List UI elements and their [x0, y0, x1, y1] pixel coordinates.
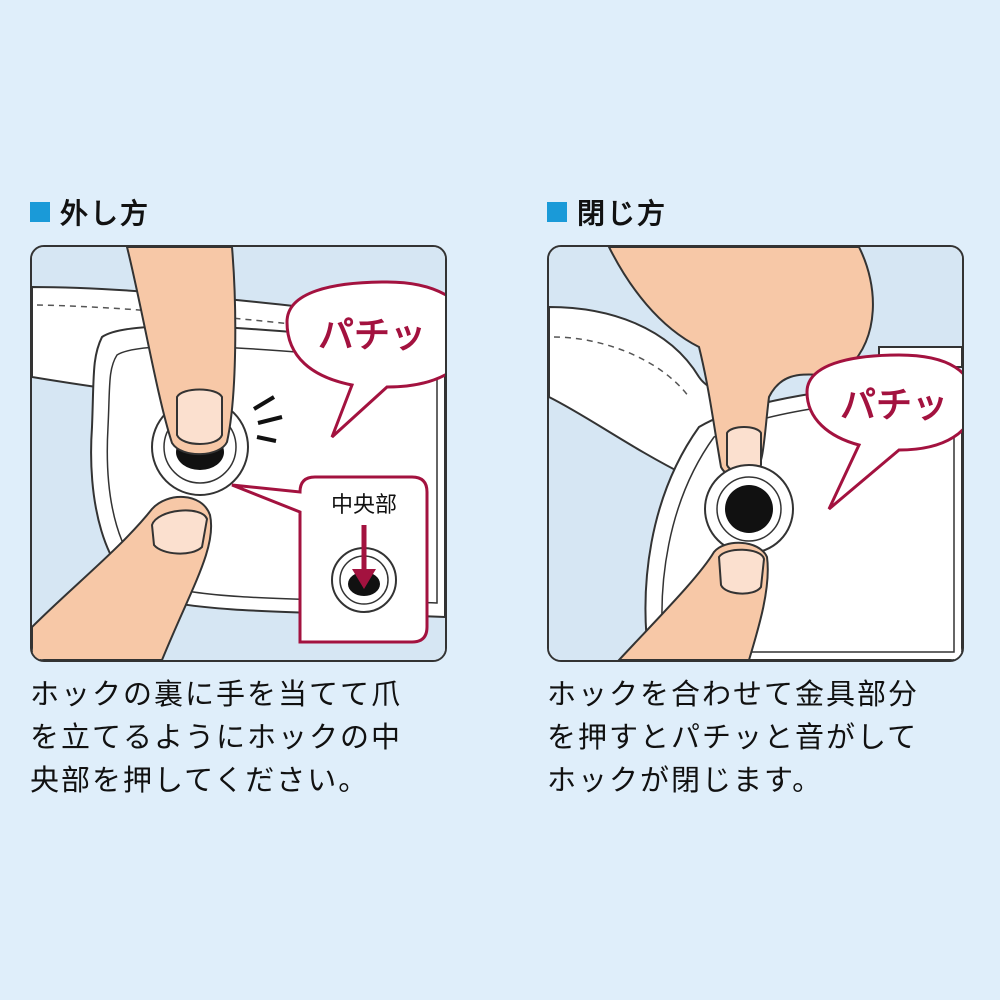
- illustration-panel-fasten: パチッ: [547, 245, 964, 662]
- section-fasten: 閉じ方 パチッ ホックを合わせて金具部分 を押す: [547, 195, 964, 797]
- illustration-panel-unfasten: パチッ 中央部: [30, 245, 447, 662]
- unfasten-illustration: パチッ 中央部: [32, 247, 445, 660]
- description-line: を立てるようにホックの中: [30, 720, 403, 754]
- description-line: ホックの裏に手を当てて爪: [30, 677, 403, 711]
- section-header: 閉じ方: [547, 195, 962, 230]
- description-line: ホックが閉じます。: [547, 763, 824, 797]
- square-marker-icon: [30, 202, 50, 222]
- section-title: 外し方: [60, 197, 151, 230]
- section-header: 外し方: [30, 195, 445, 230]
- section-title: 閉じ方: [577, 197, 668, 230]
- description-line: 央部を押してください。: [30, 763, 370, 797]
- section-unfasten: 外し方 パチッ: [30, 195, 447, 797]
- description-fasten: ホックを合わせて金具部分 を押すとパチッと音がして ホックが閉じます。: [547, 673, 967, 802]
- bubble-text: パチッ: [840, 385, 948, 426]
- description-line: ホックを合わせて金具部分: [547, 677, 920, 711]
- description-line: を押すとパチッと音がして: [547, 720, 919, 754]
- description-unfasten: ホックの裏に手を当てて爪 を立てるようにホックの中 央部を押してください。: [30, 673, 450, 802]
- callout-label: 中央部: [331, 493, 397, 518]
- bubble-text: パチッ: [318, 315, 426, 356]
- fasten-illustration: パチッ: [549, 247, 962, 660]
- square-marker-icon: [547, 202, 567, 222]
